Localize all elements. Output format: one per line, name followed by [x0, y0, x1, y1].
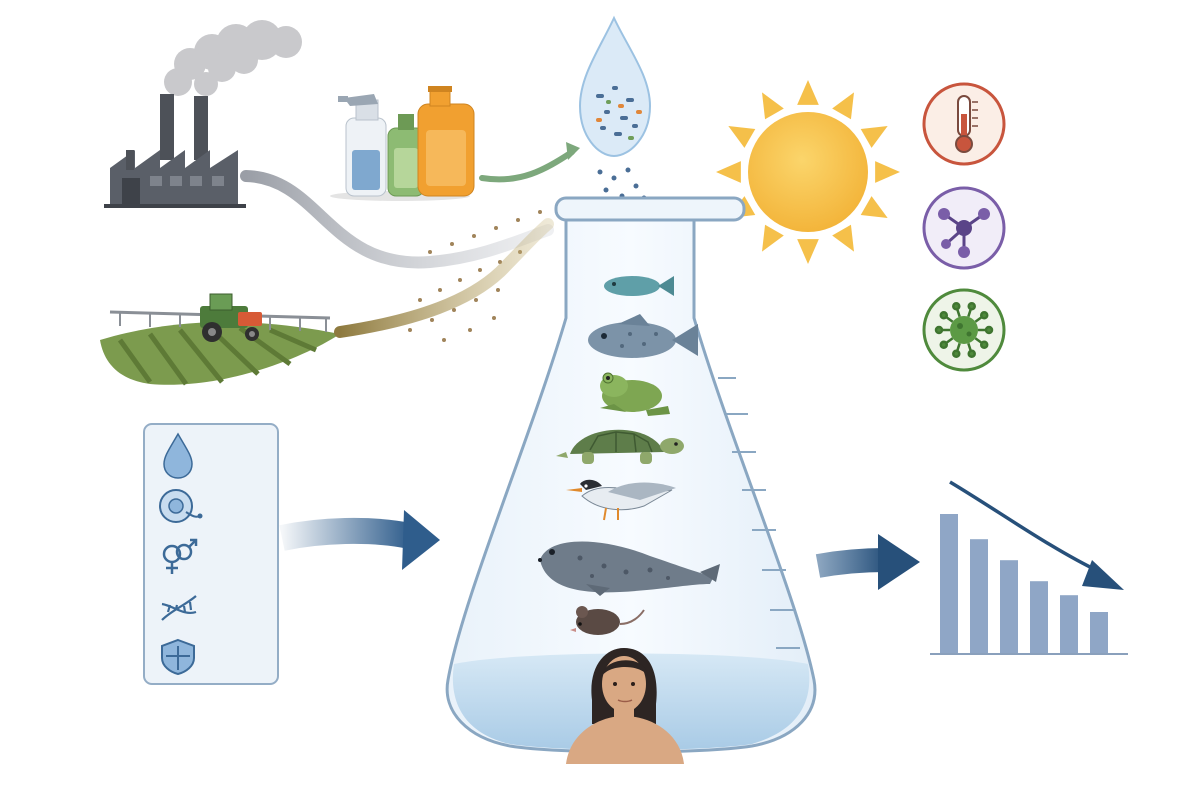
decline-bar — [1000, 560, 1018, 654]
flask-rim — [554, 196, 746, 222]
decline-bar — [940, 514, 958, 654]
sun-ray — [860, 126, 888, 148]
gender-symbols-icon — [162, 538, 198, 574]
farm-tractor-icon — [100, 293, 340, 386]
sun-ray — [728, 126, 756, 148]
virus-spike-tip — [984, 325, 994, 335]
sun-ray — [860, 196, 888, 218]
sun-ray — [762, 224, 784, 252]
shield-icon — [161, 638, 195, 676]
mouse — [570, 606, 645, 635]
virus-spike-tip — [939, 340, 949, 349]
sun-ray — [875, 161, 900, 183]
declining-trend-arrow — [949, 480, 1101, 574]
outcome-arrow — [815, 534, 920, 590]
household-chemicals-icon — [330, 86, 475, 201]
factory-runoff-stream — [240, 170, 554, 269]
virus-spike-tip — [967, 301, 976, 311]
household-runoff-arrow — [479, 149, 575, 183]
decline-bar — [1030, 581, 1048, 654]
decline-bar — [1090, 612, 1108, 654]
decline-bar — [970, 539, 988, 654]
sun-ray — [762, 92, 784, 120]
virus-spike-tip — [979, 311, 989, 320]
effects-panel — [143, 423, 279, 685]
factory-icon — [104, 20, 302, 208]
thermometer-icon — [922, 82, 1006, 166]
exposure-arrow — [279, 510, 440, 570]
water-drop-particles-icon — [578, 15, 652, 158]
egg-cell-icon — [159, 489, 203, 523]
virus-spike-tip — [952, 349, 961, 359]
sun-icon — [716, 80, 900, 264]
virus-icon — [922, 288, 1006, 372]
declining-bar-chart-icon — [940, 514, 1108, 654]
water-drop-icon — [163, 432, 193, 479]
farm-runoff-stream — [334, 218, 554, 338]
sun-ray — [797, 80, 819, 105]
sun-ray — [716, 161, 741, 183]
human — [566, 648, 684, 764]
falling-particles — [408, 167, 647, 342]
turtle — [556, 429, 684, 464]
sun-ray — [832, 224, 854, 252]
virus-spike-tip — [967, 349, 976, 359]
large-fish — [588, 314, 698, 358]
virus-spike-tip — [934, 325, 944, 335]
sun-ray — [832, 92, 854, 120]
molecule-icon — [922, 186, 1006, 270]
flask-graduations — [718, 377, 800, 649]
virus-spike-tip — [939, 311, 949, 320]
small-fish — [604, 276, 674, 296]
frog — [600, 372, 670, 416]
tern-bird — [566, 479, 676, 521]
virus-spike-tip — [952, 301, 961, 311]
sun-ray — [797, 239, 819, 264]
trend-arrowhead-icon — [1082, 560, 1124, 590]
decline-bar — [1060, 595, 1078, 654]
dna-icon — [161, 595, 197, 621]
virus-spike-tip — [979, 340, 989, 349]
seal — [538, 541, 720, 596]
arrowhead-icon — [566, 142, 580, 160]
